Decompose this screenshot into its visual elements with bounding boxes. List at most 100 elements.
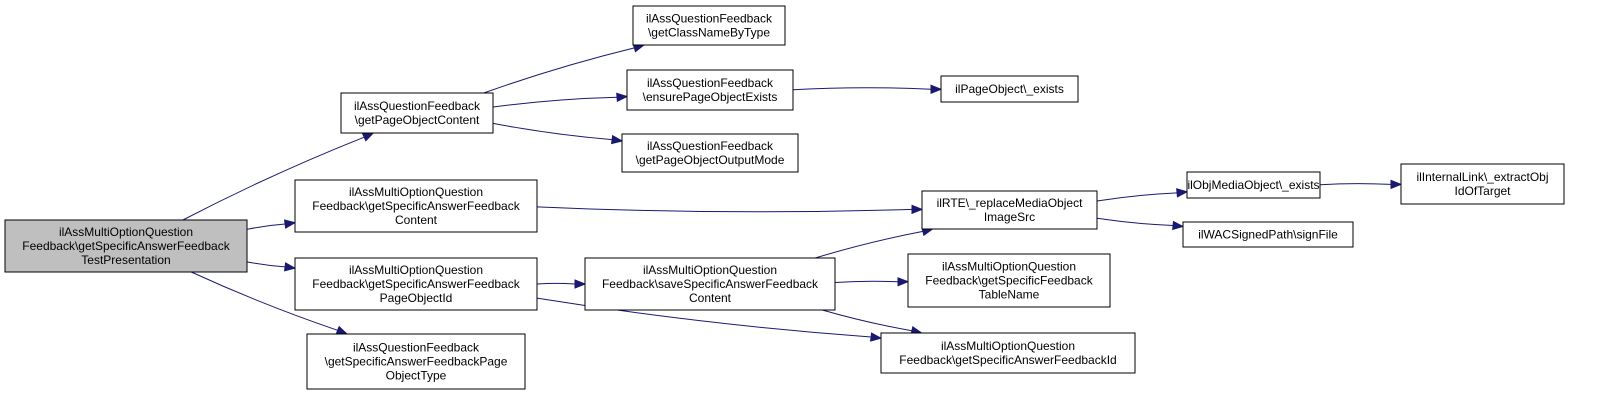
node-label-line: IdOfTarget: [1454, 184, 1511, 198]
node-root: ilAssMultiOptionQuestionFeedback\getSpec…: [4, 219, 248, 273]
edge-getSpecificAnswerFeedbackContent-to-replaceMediaObjectImageSrc: [536, 204, 924, 215]
node-label-line: \ensurePageObjectExists: [643, 90, 778, 104]
node-box: [294, 257, 538, 311]
edge-getSpecificAnswerFeedbackPageObjectId-to-getSpecificAnswerFeedbackId: [536, 297, 883, 342]
node-label-line: ilAssMultiOptionQuestion: [59, 225, 193, 239]
arrowhead-icon: [870, 332, 883, 342]
edge-root-to-getSpecificAnswerFeedbackPageObjectId: [246, 261, 297, 272]
node-label-line: ilAssMultiOptionQuestion: [941, 339, 1075, 353]
edge-getSpecificAnswerFeedbackPageObjectId-to-saveSpecificAnswerFeedbackContent: [536, 279, 587, 289]
node-label-line: ilAssQuestionFeedback: [647, 76, 774, 90]
node-box: [340, 92, 494, 134]
arrowhead-icon: [930, 84, 943, 95]
edge-root-to-getSpecificAnswerFeedbackPageObjectType: [191, 271, 349, 335]
edge-line: [246, 223, 286, 230]
edge-line: [483, 47, 635, 94]
node-box: [626, 69, 794, 111]
edge-saveSpecificAnswerFeedbackContent-to-replaceMediaObjectImageSrc: [815, 226, 934, 259]
edge-line: [492, 122, 613, 141]
arrowhead-icon: [574, 279, 587, 289]
edge-line: [1096, 217, 1174, 226]
node-label-line: ilAssMultiOptionQuestion: [942, 260, 1076, 274]
node-box: [907, 253, 1111, 308]
call-edges: [182, 43, 1403, 342]
node-label-line: \getSpecificAnswerFeedbackPage: [325, 355, 508, 369]
arrowhead-icon: [1390, 179, 1403, 190]
edge-saveSpecificAnswerFeedbackContent-to-getSpecificFeedbackTableName: [834, 277, 910, 287]
arrowhead-icon: [1176, 188, 1189, 198]
node-label-line: ilInternalLink\_extractObj: [1416, 170, 1548, 184]
node-getPageObjectContent[interactable]: ilAssQuestionFeedback\getPageObjectConte…: [340, 92, 494, 134]
node-label-line: Feedback\getSpecificAnswerFeedback: [312, 199, 520, 213]
edge-replaceMediaObjectImageSrc-to-mediaObjectExists: [1096, 188, 1189, 202]
node-label-line: ilAssQuestionFeedback: [646, 12, 773, 26]
node-label-line: ilWACSignedPath\signFile: [1198, 228, 1338, 242]
node-label-line: ilAssQuestionFeedback: [354, 99, 481, 113]
edge-getPageObjectContent-to-ensurePageObjectExists: [492, 92, 629, 108]
edge-replaceMediaObjectImageSrc-to-signFile: [1096, 217, 1185, 231]
edge-mediaObjectExists-to-extractObjIdOfTarget: [1319, 179, 1403, 190]
node-box: [1186, 171, 1321, 199]
edge-line: [182, 136, 365, 221]
node-box: [1400, 163, 1565, 205]
node-label-line: Content: [689, 291, 732, 305]
arrowhead-icon: [335, 325, 349, 335]
node-getSpecificAnswerFeedbackContent[interactable]: ilAssMultiOptionQuestionFeedback\getSpec…: [294, 179, 538, 233]
node-box: [621, 133, 799, 173]
arrowhead-icon: [610, 134, 624, 145]
node-box: [306, 333, 526, 390]
node-getPageObjectOutputMode[interactable]: ilAssQuestionFeedback\getPageObjectOutpu…: [621, 133, 799, 173]
edge-line: [191, 271, 338, 331]
node-mediaObjectExists[interactable]: ilObjMediaObject\_exists: [1186, 171, 1321, 199]
node-getSpecificAnswerFeedbackPageObjectId[interactable]: ilAssMultiOptionQuestionFeedback\getSpec…: [294, 257, 538, 311]
edge-line: [815, 230, 923, 259]
node-label-line: ilAssQuestionFeedback: [353, 341, 480, 355]
arrowhead-icon: [616, 92, 629, 103]
node-pageObjectExists[interactable]: ilPageObject\_exists: [940, 75, 1079, 103]
node-getSpecificAnswerFeedbackPageObjectType[interactable]: ilAssQuestionFeedback\getSpecificAnswerF…: [306, 333, 526, 390]
node-label-line: Feedback\getSpecificFeedback: [925, 274, 1093, 288]
node-box: [584, 257, 836, 311]
edge-line: [1096, 192, 1178, 202]
node-box: [632, 5, 786, 46]
node-label-line: ilObjMediaObject\_exists: [1187, 178, 1319, 192]
edge-line: [792, 87, 932, 91]
node-saveSpecificAnswerFeedbackContent[interactable]: ilAssMultiOptionQuestionFeedback\saveSpe…: [584, 257, 836, 311]
node-box: [940, 75, 1079, 103]
node-getClassNameByType[interactable]: ilAssQuestionFeedback\getClassNameByType: [632, 5, 786, 46]
edge-line: [492, 96, 618, 108]
node-label-line: Content: [395, 213, 438, 227]
node-label-line: ilRTE\_replaceMediaObject: [937, 196, 1084, 210]
node-getSpecificFeedbackTableName[interactable]: ilAssMultiOptionQuestionFeedback\getSpec…: [907, 253, 1111, 308]
edge-line: [536, 282, 576, 285]
node-box: [1182, 221, 1354, 248]
node-label-line: ilAssQuestionFeedback: [647, 139, 774, 153]
node-label-line: TableName: [979, 288, 1040, 302]
arrowhead-icon: [361, 132, 375, 142]
node-label-line: PageObjectId: [380, 291, 453, 305]
node-getSpecificAnswerFeedbackId[interactable]: ilAssMultiOptionQuestionFeedback\getSpec…: [880, 332, 1136, 374]
arrowhead-icon: [283, 219, 297, 229]
arrowhead-icon: [283, 262, 297, 272]
edge-getPageObjectContent-to-getPageObjectOutputMode: [492, 122, 624, 145]
node-label-line: Feedback\getSpecificAnswerFeedback: [312, 277, 520, 291]
node-label-line: \getPageObjectContent: [355, 113, 480, 127]
node-label-line: Feedback\getSpecificAnswerFeedback: [22, 239, 230, 253]
node-box: [4, 219, 248, 273]
node-box: [294, 179, 538, 233]
arrowhead-icon: [1172, 220, 1185, 231]
node-label-line: ObjectType: [386, 369, 447, 383]
node-ensurePageObjectExists[interactable]: ilAssQuestionFeedback\ensurePageObjectEx…: [626, 69, 794, 111]
node-label-line: \getPageObjectOutputMode: [636, 153, 785, 167]
edge-ensurePageObjectExists-to-pageObjectExists: [792, 84, 943, 95]
edge-line: [1319, 183, 1392, 186]
edge-root-to-getSpecificAnswerFeedbackContent: [246, 219, 297, 230]
node-signFile[interactable]: ilWACSignedPath\signFile: [1182, 221, 1354, 248]
node-label-line: ilAssMultiOptionQuestion: [349, 263, 483, 277]
edge-getPageObjectContent-to-getClassNameByType: [483, 43, 646, 94]
node-label-line: \getClassNameByType: [648, 26, 770, 40]
node-label-line: ilPageObject\_exists: [955, 82, 1064, 96]
